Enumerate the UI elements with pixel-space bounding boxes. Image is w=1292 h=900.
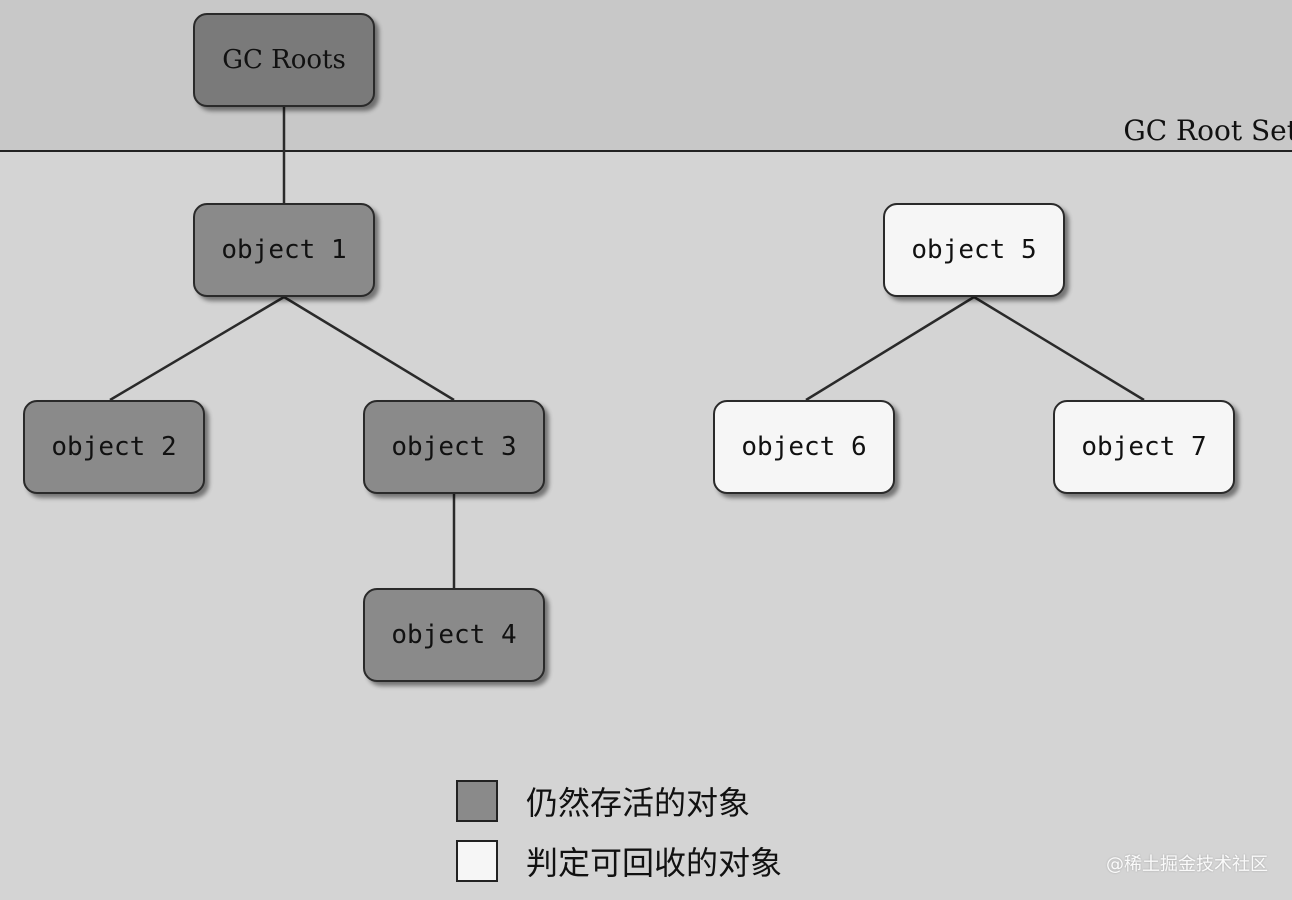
- legend-swatch-live: [456, 780, 498, 822]
- legend-label-collectable: 判定可回收的对象: [526, 844, 783, 882]
- edge-object-5-object-6: [805, 295, 975, 402]
- node-object-1: object 1: [193, 203, 375, 297]
- gc-root-set-label: GC Root Set: [1123, 114, 1292, 147]
- watermark: @稀土掘金技术社区: [1106, 854, 1268, 875]
- node-object-5-label: object 5: [911, 235, 1037, 265]
- node-object-4: object 4: [363, 588, 545, 682]
- node-object-3-label: object 3: [391, 432, 517, 462]
- edge-object-1-object-2: [109, 295, 285, 402]
- node-object-3: object 3: [363, 400, 545, 494]
- gc-root-set-divider: [0, 150, 1292, 152]
- node-object-1-label: object 1: [221, 235, 347, 265]
- node-object-6: object 6: [713, 400, 895, 494]
- legend-item-collectable: 判定可回收的对象: [456, 838, 782, 884]
- node-object-7: object 7: [1053, 400, 1235, 494]
- legend-item-live: 仍然存活的对象: [456, 778, 750, 824]
- node-gc-roots: GC Roots: [193, 13, 375, 107]
- legend-label-live: 仍然存活的对象: [526, 784, 751, 822]
- node-object-6-label: object 6: [741, 432, 867, 462]
- node-object-4-label: object 4: [391, 620, 517, 650]
- node-gc-roots-label: GC Roots: [222, 45, 346, 75]
- node-object-7-label: object 7: [1081, 432, 1207, 462]
- node-object-2-label: object 2: [51, 432, 177, 462]
- node-object-5: object 5: [883, 203, 1065, 297]
- edge-object-5-object-7: [973, 295, 1145, 402]
- edge-object-1-object-3: [283, 295, 455, 402]
- legend-swatch-collectable: [456, 840, 498, 882]
- node-object-2: object 2: [23, 400, 205, 494]
